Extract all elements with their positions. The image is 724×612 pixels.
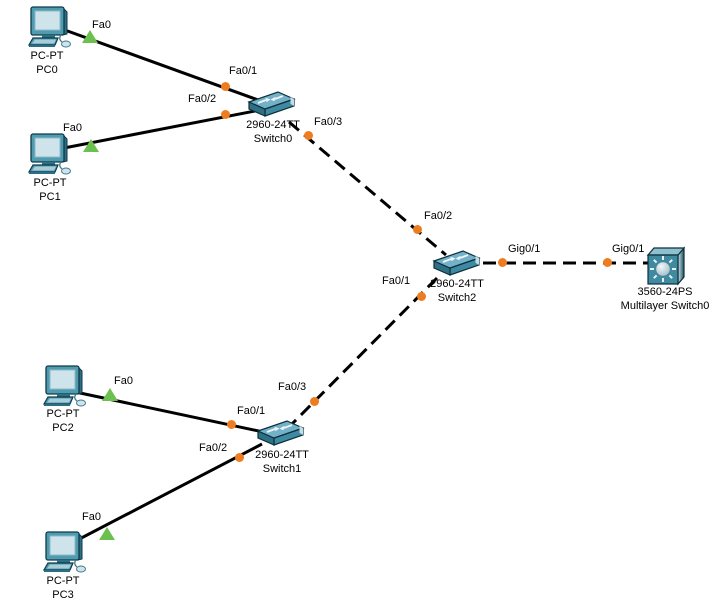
switch-2960-icon: [247, 91, 296, 117]
port-label-switch2-fa0-2: Fa0/2: [424, 210, 453, 222]
device-icon-switch1[interactable]: [254, 418, 306, 448]
port-label-mlswitch0-gig0-1: Gig0/1: [612, 243, 645, 255]
link-status-up-triangle: [102, 388, 118, 401]
port-status-amber-dot: [498, 258, 507, 267]
device-name-label[interactable]: Switch0: [253, 133, 293, 145]
switch-2960-icon: [432, 250, 481, 276]
port-label-pc2-fa0: Fa0: [114, 375, 133, 387]
device-name-label[interactable]: PC0: [36, 64, 58, 76]
device-icon-switch2[interactable]: [430, 248, 482, 278]
port-label-switch0-fa0-3: Fa0/3: [314, 116, 343, 128]
pc-icon: [42, 365, 86, 407]
port-label-pc1-fa0: Fa0: [63, 122, 82, 134]
port-status-amber-dot: [603, 258, 612, 267]
port-status-amber-dot: [221, 82, 230, 91]
device-icon-switch0[interactable]: [245, 89, 297, 119]
device-name-label[interactable]: PC1: [39, 191, 61, 203]
device-model-label: 2960-24TT: [255, 449, 309, 461]
device-icon-pc1[interactable]: [27, 133, 74, 175]
link-status-up-triangle: [99, 527, 115, 540]
device-model-label: 2960-24TT: [430, 278, 484, 290]
device-icon-pc0[interactable]: [27, 6, 74, 48]
link-status-up-triangle: [83, 139, 99, 152]
device-name-label[interactable]: Multilayer Switch0: [620, 300, 710, 312]
device-model-label: PC-PT: [30, 50, 64, 62]
port-label-switch0-fa0-1: Fa0/1: [229, 65, 258, 77]
port-label-switch2-fa0-1: Fa0/1: [382, 275, 411, 287]
device-name-label[interactable]: Switch2: [437, 292, 477, 304]
device-name-label[interactable]: PC3: [52, 589, 74, 601]
port-label-pc0-fa0: Fa0: [92, 19, 111, 31]
port-status-amber-dot: [227, 420, 236, 429]
port-status-amber-dot: [221, 110, 230, 119]
port-label-pc3-fa0: Fa0: [82, 511, 101, 523]
port-status-amber-dot: [304, 131, 313, 140]
switch-2960-icon: [256, 420, 305, 446]
cable-pc3-switch1[interactable]: [65, 442, 263, 548]
port-label-switch1-fa0-2: Fa0/2: [199, 442, 228, 454]
device-name-label[interactable]: PC2: [52, 422, 74, 434]
pc-icon: [27, 133, 71, 175]
port-label-switch1-fa0-1: Fa0/1: [237, 405, 266, 417]
port-label-switch2-gig0-1: Gig0/1: [508, 243, 541, 255]
port-status-amber-dot: [413, 225, 422, 234]
port-status-amber-dot: [417, 292, 426, 301]
device-name-label[interactable]: Switch1: [262, 463, 302, 475]
device-model-label: PC-PT: [46, 575, 80, 587]
device-model-label: PC-PT: [46, 408, 80, 420]
pc-icon: [27, 6, 71, 48]
cable-switch2-switch1[interactable]: [284, 276, 439, 432]
port-status-amber-dot: [235, 453, 244, 462]
device-model-label: PC-PT: [33, 177, 67, 189]
device-model-label: 2960-24TT: [246, 119, 300, 131]
port-label-switch0-fa0-2: Fa0/2: [188, 93, 217, 105]
multilayer-switch-3560-icon: [646, 246, 686, 286]
port-status-amber-dot: [310, 397, 319, 406]
pc-icon: [42, 531, 86, 573]
link-status-up-triangle: [82, 30, 98, 43]
device-icon-mlswitch0[interactable]: [645, 245, 686, 287]
port-label-switch1-fa0-3: Fa0/3: [278, 381, 307, 393]
device-icon-pc3[interactable]: [42, 531, 89, 573]
device-icon-pc2[interactable]: [42, 365, 89, 407]
device-model-label: 3560-24PS: [637, 286, 693, 298]
